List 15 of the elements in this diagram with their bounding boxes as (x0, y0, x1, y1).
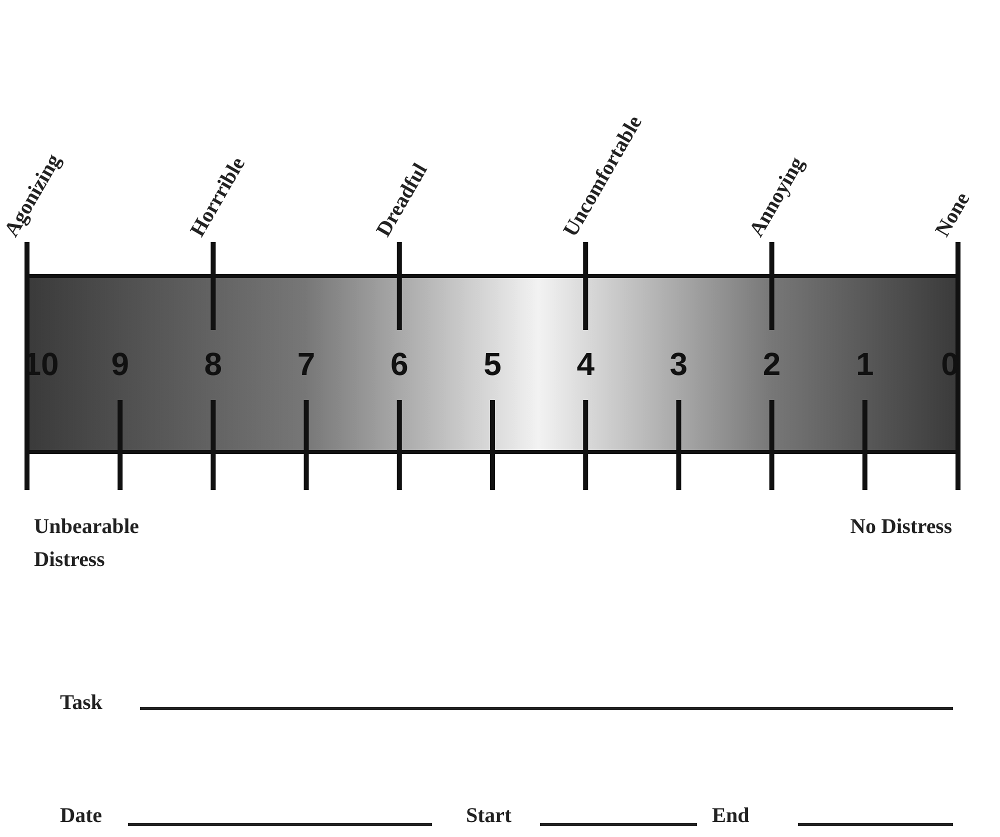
scale-number: 7 (297, 346, 316, 383)
scale-number: 5 (484, 346, 502, 383)
scale-number: 8 (204, 346, 222, 383)
field-label: Task (60, 690, 102, 715)
scale-number: 4 (576, 346, 594, 383)
end-label: Unbearable Distress (34, 513, 140, 573)
scale-number: 9 (111, 346, 129, 383)
scale-number: 2 (762, 346, 781, 383)
field-label: End (712, 803, 750, 828)
scale-number: 6 (390, 346, 408, 383)
field-label: Start (466, 803, 512, 828)
field-label: Date (60, 803, 102, 828)
scale-number: 3 (670, 346, 688, 383)
scale-number: 1 (856, 346, 874, 383)
end-label: No Distress (849, 513, 952, 540)
